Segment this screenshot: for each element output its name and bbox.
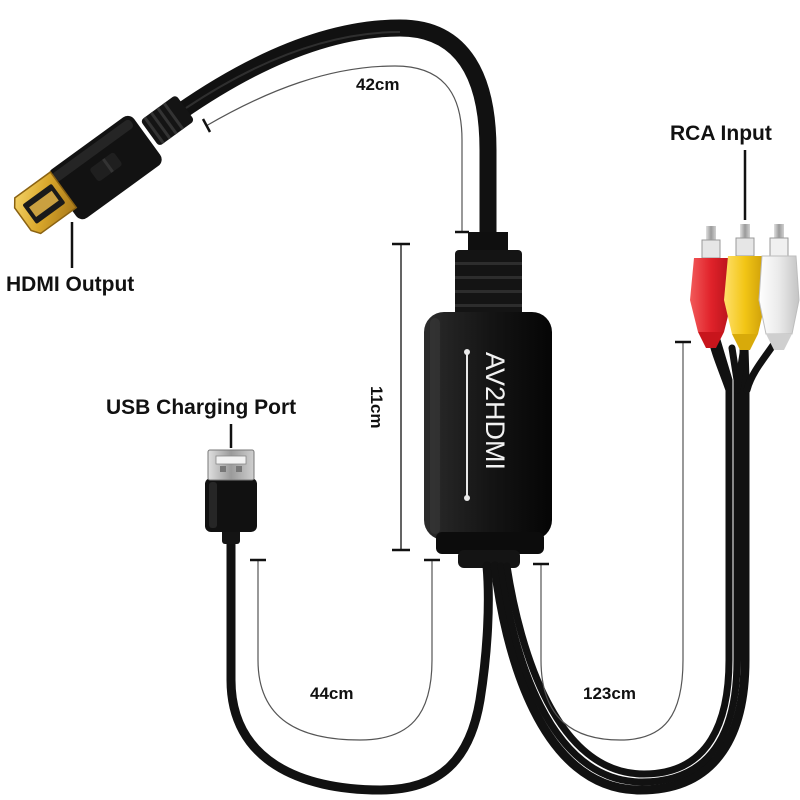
usb-connector bbox=[205, 449, 257, 544]
rca-yellow-plug-icon bbox=[724, 224, 766, 350]
hdmi-cable bbox=[171, 19, 497, 249]
rca-input-label: RCA Input bbox=[670, 122, 772, 145]
hdmi-connector bbox=[48, 115, 162, 220]
box-top-strain-relief bbox=[455, 250, 522, 320]
rca-cable-length-label: 123cm bbox=[583, 684, 636, 703]
hdmi-strain-relief bbox=[141, 96, 194, 145]
usb-plug-icon bbox=[207, 449, 255, 481]
dimension-line-42cm bbox=[205, 65, 463, 232]
usb-charging-port-label: USB Charging Port bbox=[106, 396, 297, 419]
hdmi-output-label: HDMI Output bbox=[6, 273, 135, 296]
rca-white-plug-icon bbox=[758, 224, 800, 350]
usb-cable-length-label: 44cm bbox=[310, 684, 354, 703]
converter-brand-text: AV2HDMI bbox=[480, 352, 510, 471]
converter-box-length-label: 11cm bbox=[367, 386, 386, 429]
hdmi-gold-plug-icon bbox=[13, 170, 78, 235]
usb-cable bbox=[226, 535, 493, 795]
dimension-line-123cm bbox=[540, 342, 684, 741]
rca-red-plug-icon bbox=[690, 226, 732, 348]
hdmi-cable-length-label: 42cm bbox=[356, 75, 400, 94]
rca-cable-bundle bbox=[490, 343, 750, 795]
dimension-line-44cm bbox=[257, 560, 433, 741]
converter-box bbox=[424, 312, 552, 540]
